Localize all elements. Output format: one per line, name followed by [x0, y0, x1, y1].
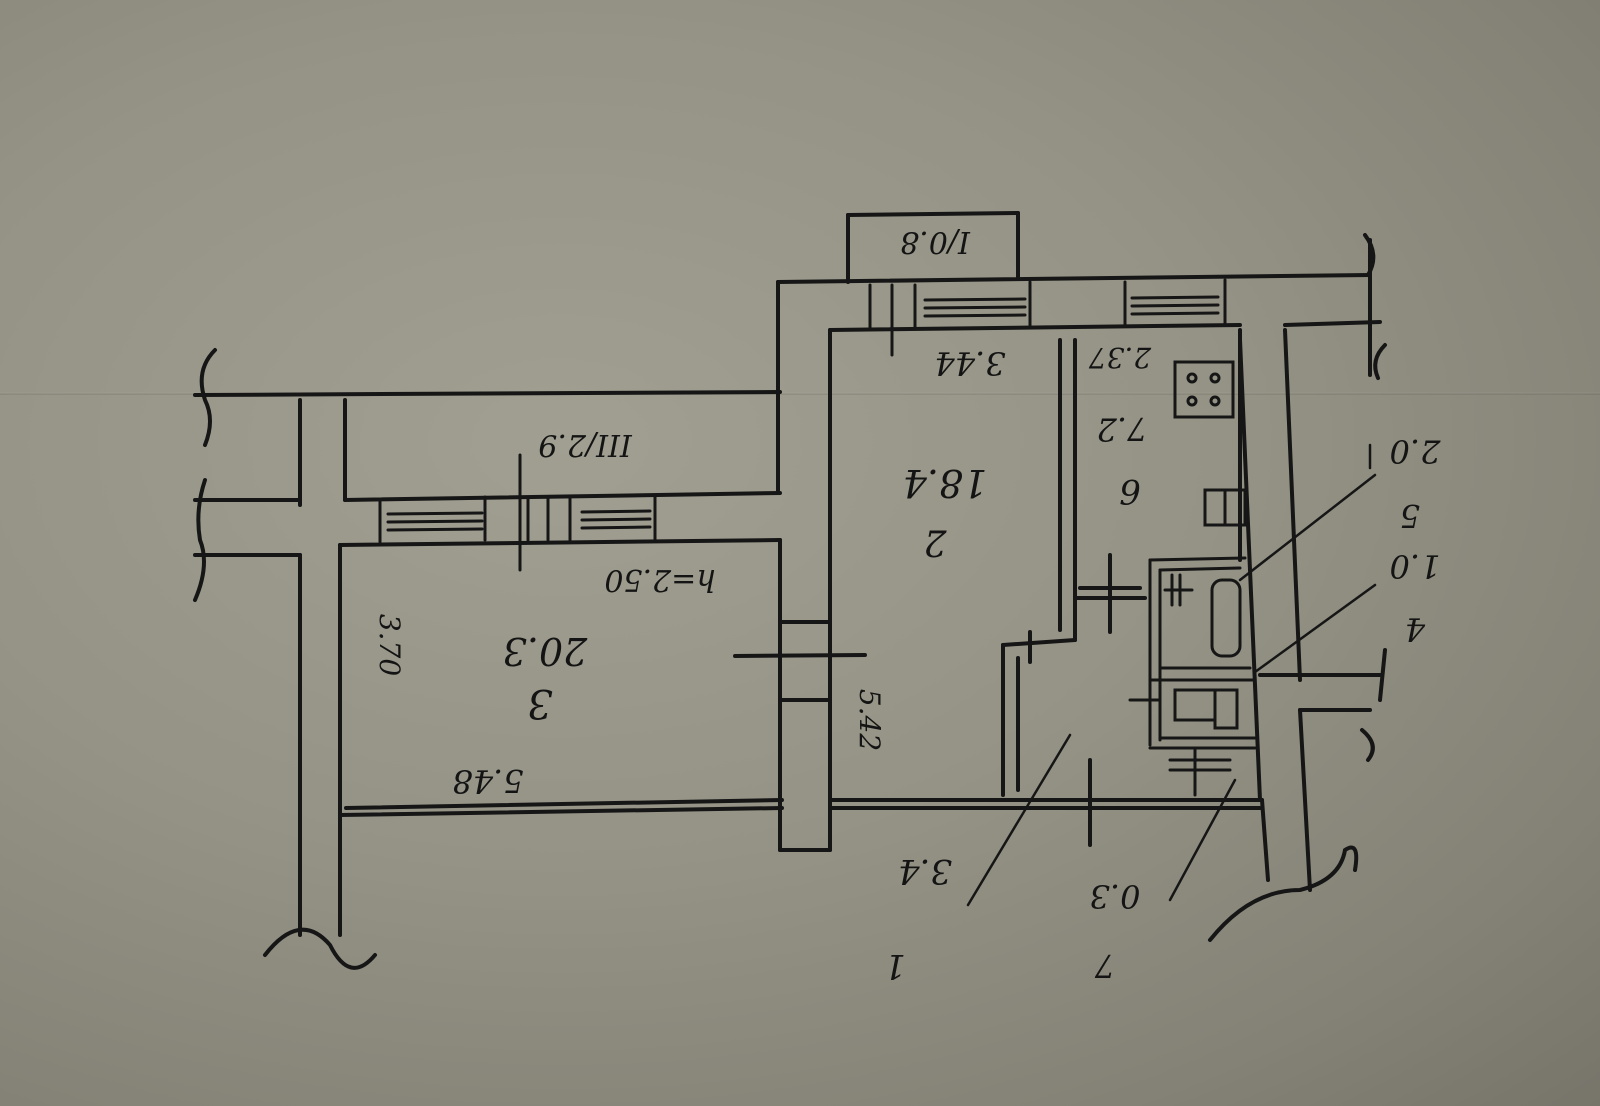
right-walls: [1208, 328, 1387, 942]
room-3-number: 3: [527, 680, 552, 726]
stove-icon: [1173, 360, 1235, 419]
leader-lines: [966, 443, 1377, 907]
room-2-window: [868, 280, 1032, 357]
room-3-walls: [338, 280, 784, 817]
sink-icon: [1203, 488, 1247, 527]
top-walls: [776, 233, 1387, 380]
bath-wc-block: [1128, 556, 1257, 797]
kitchen-window: [1123, 278, 1227, 327]
room-3-width: 3.70: [373, 614, 406, 676]
room-3-length: 5.48: [452, 762, 523, 800]
left-corridor-walls: [193, 348, 782, 970]
hall-labels: 3.4 1: [884, 851, 952, 986]
bath-number: 5: [1400, 497, 1420, 535]
paper-fold-line: [0, 392, 1600, 395]
kitchen-partition: [1001, 338, 1147, 797]
room-2-width: 3.44: [934, 344, 1005, 382]
kitchen-width: 2.37: [1089, 341, 1153, 374]
kitchen-area: 7.2: [1097, 410, 1148, 448]
wc-area: 1.0: [1390, 547, 1441, 585]
room-2-balcony: I/0.8: [900, 224, 971, 259]
hall-number: 1: [884, 946, 906, 986]
wc-number: 4: [1405, 610, 1426, 648]
room-3-window: [378, 453, 657, 572]
bottom-wall: [828, 758, 1264, 847]
balcony-box: [846, 211, 1020, 284]
hall-area: 3.4: [898, 851, 952, 891]
room-3-area: 20.3: [503, 629, 589, 673]
bath-area: 2.0: [1390, 432, 1442, 470]
kitchen-number: 6: [1119, 471, 1141, 511]
room-3-labels: 3 20.3 h=2.50 5.48 3.70 III/2.9: [373, 427, 716, 800]
kitchen-labels: 6 7.2 2.37: [1089, 341, 1153, 511]
central-partition: [733, 328, 867, 852]
room-2-number: 2: [924, 521, 948, 562]
room-3-ceiling-height: h=2.50: [604, 562, 715, 597]
room-2-labels: 2 18.4 3.44 5.42 I/0.8: [853, 224, 1006, 751]
room-3-balcony: III/2.9: [538, 427, 632, 462]
closet-labels: 0.3 7: [1090, 877, 1141, 985]
room-2-depth: 5.42: [853, 689, 886, 751]
closet-area: 0.3: [1090, 877, 1141, 915]
closet-number: 7: [1094, 947, 1115, 985]
room-2-area: 18.4: [903, 461, 988, 505]
wc-labels: 1.0 4: [1390, 547, 1441, 648]
bath-labels: 2.0 5: [1390, 432, 1442, 535]
